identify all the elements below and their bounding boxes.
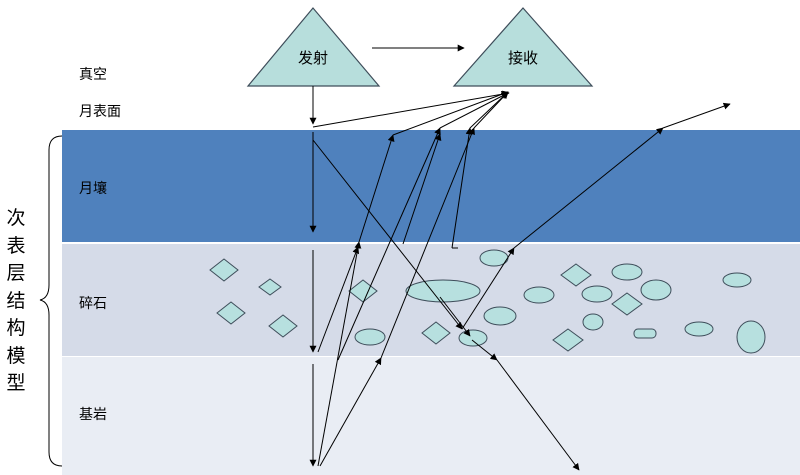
bedrock-reflection-ray <box>380 127 475 359</box>
rock-ellipse <box>611 263 643 281</box>
rock-ellipse <box>483 306 517 326</box>
lunar-soil-layer <box>62 130 800 242</box>
rock-ellipse <box>736 320 766 354</box>
rock-diamond <box>611 292 643 316</box>
rock-ellipse <box>684 321 714 337</box>
rock-capsule <box>633 328 657 339</box>
transmit-antenna <box>246 7 381 87</box>
wave-rays <box>309 44 731 471</box>
rock-ellipse <box>722 272 752 288</box>
subsurface-brace <box>39 135 63 467</box>
surface-label: 月表面 <box>79 104 121 120</box>
scattered-ray <box>451 127 473 249</box>
rock-ellipse <box>405 279 481 303</box>
scattered-ray <box>317 246 360 353</box>
receive-antenna <box>452 7 594 87</box>
rock-ellipses <box>354 249 766 354</box>
rock-reflection-ray <box>461 247 515 330</box>
rock-diamond <box>216 301 246 325</box>
scattered-ray <box>402 133 442 245</box>
scattered-ray <box>337 127 441 361</box>
rock-fragments-label: 碎石 <box>79 296 107 312</box>
rock-reflection-ray <box>513 127 664 249</box>
vacuum-label: 真空 <box>79 67 107 83</box>
rock-reflection-ray <box>312 139 463 330</box>
rock-diamond <box>209 258 239 282</box>
rock-diamond <box>258 278 282 296</box>
lunar-soil-label: 月壤 <box>79 181 107 197</box>
bedrock-reflection-ray <box>358 134 395 243</box>
rock-reflection-ray <box>662 102 731 129</box>
rock-ellipse <box>354 328 386 346</box>
rock-diamond <box>268 314 298 338</box>
rock-ellipse <box>523 286 555 304</box>
scattered-ray <box>439 92 509 129</box>
bedrock-reflection-ray <box>392 90 509 136</box>
bedrock-layer <box>62 357 800 475</box>
rock-inclusions <box>209 258 643 352</box>
rock-ellipse <box>582 313 604 331</box>
rock-diamond <box>560 263 592 287</box>
transmitted-ray <box>496 359 580 471</box>
rock-diamond <box>421 321 451 345</box>
rock-ellipse <box>640 279 672 301</box>
rock-diamond <box>552 328 584 352</box>
bedrock-reflection-ray <box>317 241 362 467</box>
transmitted-ray <box>439 296 471 337</box>
transmit-label: 发射 <box>298 49 328 67</box>
surface-reflection-ray <box>312 90 510 128</box>
scattered-ray <box>469 91 509 129</box>
rock-ellipse <box>581 285 613 303</box>
receive-label: 接收 <box>508 49 538 67</box>
bedrock-reflection-ray <box>319 357 382 467</box>
subsurface-model-label: 次表层结构模型 <box>6 207 26 394</box>
transmitted-ray <box>471 339 498 361</box>
bedrock-label: 基岩 <box>79 407 107 423</box>
rock-ellipse <box>458 329 488 347</box>
